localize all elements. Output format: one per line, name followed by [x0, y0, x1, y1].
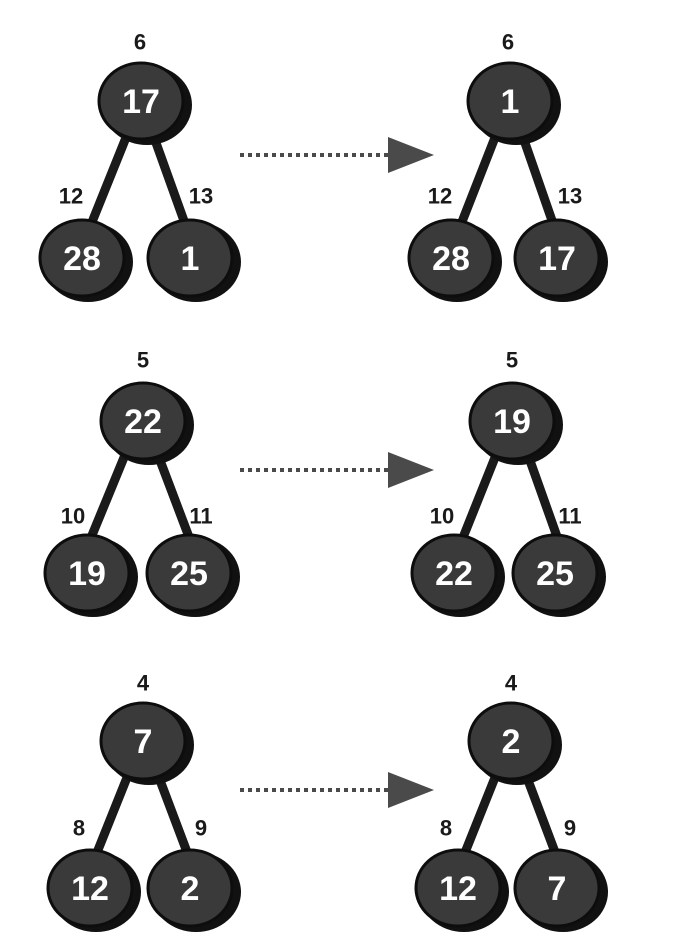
- left-node: 28: [407, 218, 502, 302]
- svg-text:22: 22: [124, 403, 162, 441]
- left-node: 12: [46, 848, 141, 932]
- svg-text:25: 25: [170, 555, 208, 593]
- root-index: 5: [137, 348, 149, 373]
- svg-text:28: 28: [432, 240, 470, 278]
- svg-text:2: 2: [502, 723, 521, 761]
- left-node: 28: [38, 218, 133, 302]
- right-node: 7: [513, 848, 608, 932]
- edge-left: [83, 135, 130, 237]
- tree-before: 4 8 9 7 12 2: [46, 671, 241, 932]
- edge-right: [153, 450, 197, 550]
- tree-after: 4 8 9 2 12 7: [414, 671, 608, 932]
- tree-before: 6 12 13 17 28 1: [38, 30, 241, 302]
- swap-arrow: [240, 137, 434, 173]
- edge-right: [519, 135, 561, 237]
- edge-right: [150, 135, 193, 237]
- right-node: 1: [146, 218, 241, 302]
- edge-right: [523, 450, 565, 550]
- root-index: 6: [502, 30, 514, 55]
- right-node: 25: [511, 533, 606, 617]
- row-3: 4 8 9 7 12 2: [46, 671, 608, 932]
- svg-text:1: 1: [501, 83, 520, 121]
- right-index: 13: [558, 184, 582, 209]
- svg-text:12: 12: [71, 870, 109, 908]
- svg-text:2: 2: [181, 870, 200, 908]
- left-index: 12: [428, 184, 452, 209]
- edge-left: [457, 770, 501, 865]
- right-index: 9: [564, 816, 576, 841]
- right-index: 11: [189, 504, 212, 529]
- left-index: 8: [73, 816, 85, 841]
- svg-text:12: 12: [439, 870, 477, 908]
- svg-text:28: 28: [63, 240, 101, 278]
- tree-before: 5 10 11 22 19 25: [43, 348, 240, 617]
- root-node: 22: [99, 381, 194, 465]
- root-node: 19: [468, 381, 563, 465]
- svg-text:17: 17: [538, 240, 576, 278]
- edge-right: [521, 770, 563, 865]
- row-1: 6 12 13 17 28 1: [38, 30, 608, 302]
- svg-text:7: 7: [134, 723, 153, 761]
- svg-text:17: 17: [122, 83, 160, 121]
- root-node: 7: [99, 701, 194, 785]
- left-node: 19: [43, 533, 138, 617]
- edge-left: [455, 450, 501, 550]
- svg-text:7: 7: [548, 870, 567, 908]
- svg-text:22: 22: [435, 555, 473, 593]
- root-node: 17: [97, 61, 192, 145]
- root-node: 1: [466, 61, 561, 145]
- swap-arrow: [240, 772, 434, 808]
- svg-text:25: 25: [536, 555, 574, 593]
- tree-after: 5 10 11 19 22 25: [410, 348, 606, 617]
- left-node: 12: [414, 848, 509, 932]
- left-index: 8: [440, 816, 452, 841]
- left-index: 10: [430, 504, 454, 529]
- root-index: 4: [137, 671, 150, 696]
- left-node: 22: [410, 533, 505, 617]
- edge-left: [453, 135, 499, 237]
- right-node: 17: [513, 218, 608, 302]
- swap-arrow: [240, 452, 434, 488]
- edge-left: [83, 450, 130, 550]
- root-index: 6: [134, 30, 146, 55]
- root-node: 2: [467, 701, 562, 785]
- row-2: 5 10 11 22 19 25: [43, 348, 606, 617]
- right-index: 11: [558, 504, 581, 529]
- edge-right: [153, 770, 195, 865]
- right-index: 13: [189, 184, 213, 209]
- root-index: 4: [505, 671, 518, 696]
- svg-text:19: 19: [68, 555, 106, 593]
- svg-text:1: 1: [181, 240, 200, 278]
- right-node: 25: [145, 533, 240, 617]
- svg-text:19: 19: [493, 403, 531, 441]
- right-node: 2: [146, 848, 241, 932]
- left-index: 10: [61, 504, 85, 529]
- root-index: 5: [506, 348, 518, 373]
- right-index: 9: [195, 816, 207, 841]
- tree-after: 6 12 13 1 28 17: [407, 30, 608, 302]
- edge-left: [89, 770, 133, 865]
- left-index: 12: [59, 184, 83, 209]
